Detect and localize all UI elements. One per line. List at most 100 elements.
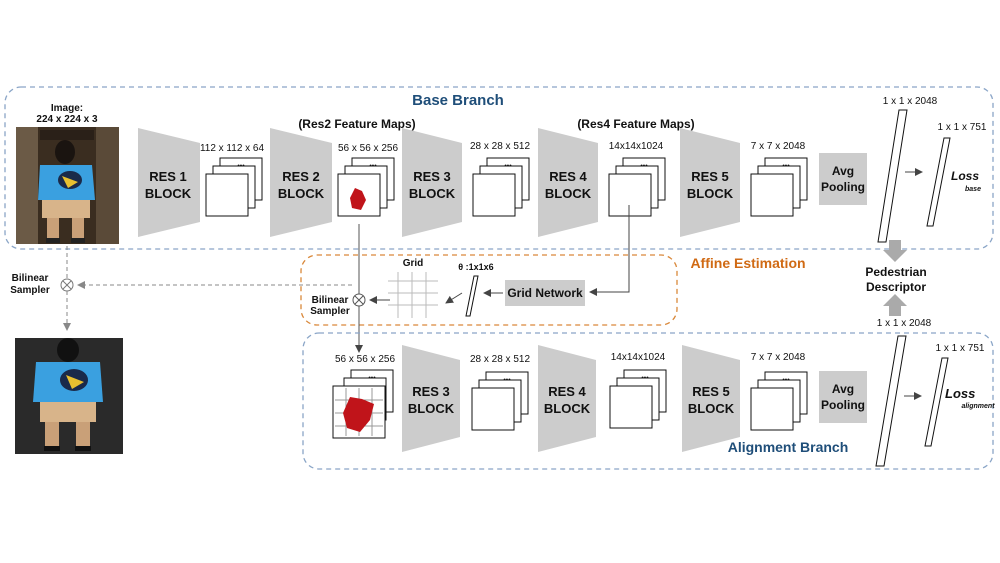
align-res5-block-shape bbox=[682, 345, 740, 452]
align-fc1-dims: 1 x 1 x 2048 bbox=[877, 318, 932, 329]
align-res4-block-label-1: RES 4 bbox=[548, 384, 586, 399]
res4-caption: (Res4 Feature Maps) bbox=[577, 117, 694, 131]
input-pedestrian-image bbox=[16, 127, 119, 244]
res5-block-label-1: RES 5 bbox=[691, 169, 729, 184]
res1-block-shape bbox=[138, 128, 200, 237]
descriptor-arrow-down bbox=[883, 240, 907, 262]
align-res4-feature-maps: ••• bbox=[609, 369, 667, 429]
base-fc1-dims: 1 x 1 x 2048 bbox=[883, 96, 938, 107]
res5-output-dims: 7 x 7 x 2048 bbox=[751, 141, 806, 152]
descriptor-arrow-up bbox=[883, 294, 907, 316]
grid-network-box bbox=[505, 280, 585, 306]
descriptor-label-2: Descriptor bbox=[866, 280, 926, 294]
affine-sampler-label-2: Sampler bbox=[310, 306, 350, 317]
base-loss-subscript: base bbox=[965, 186, 981, 193]
res1-block-label-1: RES 1 bbox=[149, 169, 187, 184]
res4-block-label-1: RES 4 bbox=[549, 169, 587, 184]
alignment-branch-frame bbox=[302, 332, 994, 470]
base-fc2-dims: 1 x 1 x 751 bbox=[938, 122, 987, 133]
affine-bilinear-sampler-icon bbox=[352, 293, 366, 307]
res2-block-label-2: BLOCK bbox=[278, 186, 325, 201]
res3-block-shape bbox=[402, 128, 462, 237]
align-res2-feature-maps: ••• bbox=[332, 369, 394, 439]
base-avg-pooling-box bbox=[819, 153, 867, 205]
res3-block-label-2: BLOCK bbox=[409, 186, 456, 201]
align-res5-block-label-1: RES 5 bbox=[692, 384, 730, 399]
svg-text:•••: ••• bbox=[369, 163, 377, 170]
affine-estimation-frame bbox=[300, 254, 678, 326]
align-res3-block-shape bbox=[402, 345, 460, 452]
affine-estimation-title: Affine Estimation bbox=[690, 255, 805, 271]
res2-output-dims: 56 x 56 x 256 bbox=[338, 143, 398, 154]
align-avg-pooling-box bbox=[819, 371, 867, 423]
sampling-grid bbox=[388, 272, 438, 318]
input-image-label: Image: bbox=[51, 103, 83, 114]
align-fc2-layer bbox=[924, 357, 949, 447]
svg-text:•••: ••• bbox=[640, 163, 648, 170]
base-avg-pooling-label-1: Avg bbox=[832, 164, 854, 178]
align-res4-block-label-2: BLOCK bbox=[544, 401, 591, 416]
res3-block-label-1: RES 3 bbox=[413, 169, 451, 184]
input-image-dims: 224 x 224 x 3 bbox=[36, 114, 98, 125]
base-fc1-layer bbox=[877, 109, 908, 243]
left-sampler-label-2: Sampler bbox=[10, 285, 50, 296]
res2-feature-maps: ••• bbox=[337, 157, 395, 217]
svg-text:•••: ••• bbox=[504, 163, 512, 170]
align-res5-feature-maps: ••• bbox=[750, 371, 808, 431]
affine-sampler-label-1: Bilinear bbox=[312, 295, 349, 306]
svg-text:•••: ••• bbox=[641, 375, 649, 382]
align-fc1-layer bbox=[875, 335, 907, 467]
res3-feature-maps: ••• bbox=[472, 157, 530, 217]
res3-output-dims: 28 x 28 x 512 bbox=[470, 141, 530, 152]
base-avg-pooling-label-2: Pooling bbox=[821, 180, 865, 194]
svg-text:•••: ••• bbox=[503, 377, 511, 384]
left-bilinear-sampler-icon bbox=[60, 278, 74, 292]
align-res2-dims: 56 x 56 x 256 bbox=[335, 354, 395, 365]
grid-label: Grid bbox=[403, 258, 424, 269]
descriptor-label-1: Pedestrian bbox=[865, 265, 926, 279]
res1-block-label-2: BLOCK bbox=[145, 186, 192, 201]
align-res4-output-dims: 14x14x1024 bbox=[611, 352, 666, 363]
base-loss-label: Loss bbox=[951, 169, 979, 183]
align-res5-output-dims: 7 x 7 x 2048 bbox=[751, 352, 806, 363]
res4-to-grid-network-line bbox=[589, 205, 630, 296]
theta-vector bbox=[465, 275, 479, 317]
align-loss-label: Loss bbox=[945, 386, 975, 401]
align-avg-pooling-label-1: Avg bbox=[832, 382, 854, 396]
res4-output-dims: 14x14x1024 bbox=[609, 141, 664, 152]
svg-text:•••: ••• bbox=[782, 163, 790, 170]
align-res3-feature-maps: ••• bbox=[471, 371, 529, 431]
grid-network-label: Grid Network bbox=[507, 286, 583, 300]
svg-text:•••: ••• bbox=[237, 163, 245, 170]
res4-feature-maps: ••• bbox=[608, 157, 666, 217]
base-branch-title: Base Branch bbox=[412, 92, 504, 109]
align-loss-subscript: alignment bbox=[961, 403, 995, 410]
res5-block-label-2: BLOCK bbox=[687, 186, 734, 201]
theta-label: θ :1x1x6 bbox=[458, 262, 493, 272]
res1-feature-maps: ••• bbox=[205, 157, 263, 217]
base-fc2-layer bbox=[926, 137, 951, 227]
base-branch-frame bbox=[4, 86, 994, 250]
svg-text:•••: ••• bbox=[782, 377, 790, 384]
res5-feature-maps: ••• bbox=[750, 157, 808, 217]
svg-text:•••: ••• bbox=[368, 375, 376, 382]
align-avg-pooling-label-2: Pooling bbox=[821, 398, 865, 412]
align-res3-block-label-1: RES 3 bbox=[412, 384, 450, 399]
res4-block-shape bbox=[538, 128, 598, 237]
aligned-pedestrian-image bbox=[15, 338, 123, 454]
res5-block-shape bbox=[680, 128, 740, 237]
res2-block-label-1: RES 2 bbox=[282, 169, 320, 184]
res4-block-label-2: BLOCK bbox=[545, 186, 592, 201]
left-sampler-label-1: Bilinear bbox=[12, 273, 49, 284]
align-res3-output-dims: 28 x 28 x 512 bbox=[470, 354, 530, 365]
align-res5-block-label-2: BLOCK bbox=[688, 401, 735, 416]
alignment-branch-title: Alignment Branch bbox=[728, 439, 849, 455]
res1-output-dims: 112 x 112 x 64 bbox=[200, 143, 265, 154]
align-res3-block-label-2: BLOCK bbox=[408, 401, 455, 416]
align-res4-block-shape bbox=[538, 345, 596, 452]
align-fc2-dims: 1 x 1 x 751 bbox=[936, 343, 985, 354]
res2-block-shape bbox=[270, 128, 332, 237]
theta-to-grid-arrow bbox=[445, 292, 463, 304]
res2-caption: (Res2 Feature Maps) bbox=[298, 117, 415, 131]
